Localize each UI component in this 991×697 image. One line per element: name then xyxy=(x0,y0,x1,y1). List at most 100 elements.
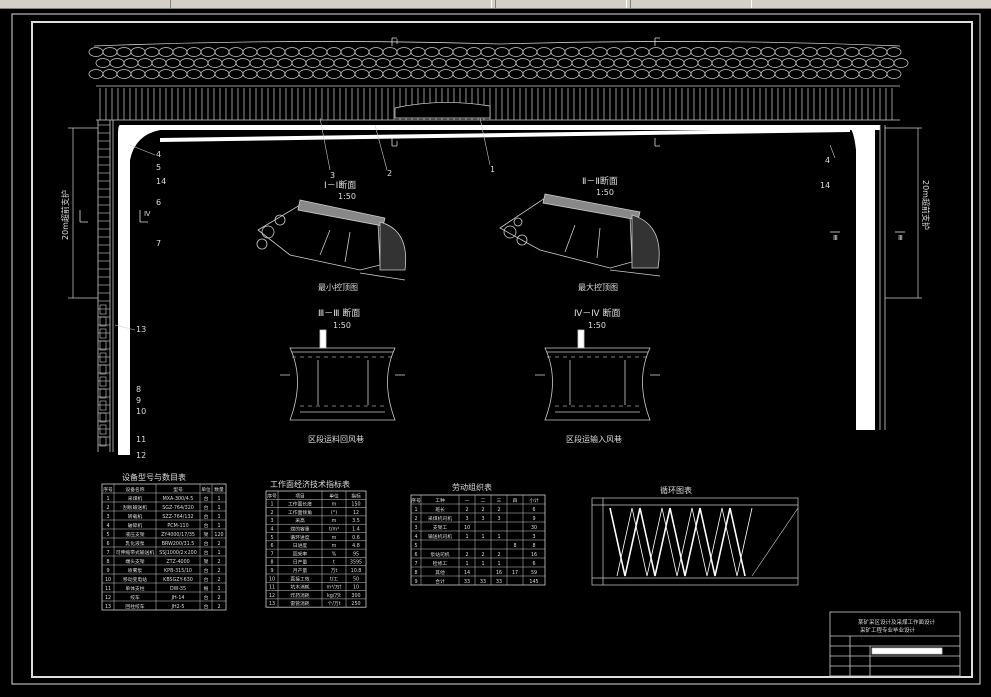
table-cell: 3595 xyxy=(350,560,362,566)
table-cell: 59 xyxy=(531,570,537,576)
table-cell: m xyxy=(332,536,337,541)
table-cell: 2 xyxy=(270,510,273,516)
table-cell: 刮板输送机 xyxy=(123,504,147,511)
table-cell: 17 xyxy=(512,570,518,576)
toolbar-field[interactable] xyxy=(170,0,492,8)
table-cell: 煤的容重 xyxy=(290,526,309,533)
title-block-line2: 采矿工程专业毕业设计 xyxy=(860,626,916,634)
table-cell: 1 xyxy=(217,496,220,502)
table-cell: 1 xyxy=(106,496,109,502)
table-cell: 月产量 xyxy=(293,567,308,574)
table-cell: 2 xyxy=(497,507,500,513)
table-cell: 1 xyxy=(217,550,220,556)
table-cell: 单体支柱 xyxy=(125,585,144,592)
table-cell: 2 xyxy=(217,559,220,565)
table-cell: 2 xyxy=(465,507,468,513)
table-cell: 10 xyxy=(353,585,359,591)
table-cell: 10.8 xyxy=(351,568,362,574)
cut-marks xyxy=(79,37,905,233)
left-dimension-label: 20m超前支护 xyxy=(60,190,70,240)
section-I-I-caption: 最小控顶图 xyxy=(318,282,358,292)
section-II-II-drawing xyxy=(499,193,661,277)
table-cell: 指标 xyxy=(351,492,361,499)
table-cell: 序号 xyxy=(103,486,113,493)
cad-drawing-canvas[interactable]: 20m超前支护 20m超前支护 I I Ⅳ Ⅲ Ⅲ 1 2 3 4 5 14 6… xyxy=(0,9,991,697)
table-cell: 5 xyxy=(106,532,109,538)
table-cell: 3 xyxy=(532,534,535,540)
callout-11: 11 xyxy=(136,435,146,444)
table-cell: 2 xyxy=(481,507,484,513)
table-cell: 3 xyxy=(414,525,417,531)
table-cell: 乳化液泵 xyxy=(125,540,144,547)
left-roadway-rungs xyxy=(98,124,110,447)
table-cell: 6 xyxy=(532,507,535,513)
callout-1: 1 xyxy=(490,165,495,174)
table-cell: 日产量 xyxy=(293,559,308,566)
table-cell: 三 xyxy=(497,498,502,504)
table-cell: 8 xyxy=(106,559,109,565)
table-cell: 台 xyxy=(204,603,209,610)
table-cell: 33 xyxy=(496,579,502,585)
table-cell: 班长 xyxy=(435,506,445,513)
table-cell: 1 xyxy=(414,507,417,513)
table-cell: 4 xyxy=(270,527,273,533)
table-cell: 50 xyxy=(353,576,359,582)
toolbar-field[interactable] xyxy=(495,0,627,8)
table-cell: 6 xyxy=(414,552,417,558)
table-cell: 输送机司机 xyxy=(428,533,452,540)
toolbar-field[interactable] xyxy=(630,0,752,8)
table-cell: 端头支架 xyxy=(125,558,144,565)
table-cell: 6 xyxy=(270,543,273,549)
table-cell: 雷管消耗 xyxy=(290,600,309,607)
callout-6: 6 xyxy=(156,198,161,207)
table-cell: 采煤机 xyxy=(128,495,143,502)
table-cell: 一 xyxy=(465,499,470,504)
table-cell: 1 xyxy=(497,561,500,567)
table-cell: 3 xyxy=(481,516,484,522)
table-cell: 移动变电站 xyxy=(123,576,147,583)
table-cell: KPB-315/10 xyxy=(164,568,192,574)
table-cell: 直接工效 xyxy=(290,575,309,582)
table-cell: BRW200/31.5 xyxy=(162,541,195,547)
table-cell: 喷雾泵 xyxy=(128,567,143,574)
roof-support-hatch xyxy=(96,85,900,121)
table-cell: 2 xyxy=(217,577,220,583)
table-cell: 万t xyxy=(331,568,338,574)
table-cell: m³/万t xyxy=(327,585,342,591)
table-cell: JH-14 xyxy=(171,595,185,601)
table-cell: 5 xyxy=(414,543,417,549)
section-IV-IV-title: Ⅳ－Ⅳ 断面 xyxy=(574,307,620,319)
table-cell: m xyxy=(332,503,337,508)
table-cell: 120 xyxy=(214,532,223,538)
table-cell: 1 xyxy=(217,514,220,520)
left-roadway xyxy=(97,120,114,452)
section-II-II-scale: 1:50 xyxy=(596,188,614,197)
table-cell: 9 xyxy=(414,579,417,585)
table-cell: 根 xyxy=(204,585,209,592)
table-cell: 小计 xyxy=(529,497,539,504)
left-dimension xyxy=(68,127,98,299)
table-cell: 150 xyxy=(351,502,360,508)
table-cell: 10 xyxy=(269,576,275,582)
table-cell: 95 xyxy=(353,551,359,557)
cut-mark-II-top: I xyxy=(396,140,398,148)
table-cell: 0.6 xyxy=(352,535,360,541)
table-cell: 台 xyxy=(204,540,209,547)
table-cell: 检修工 xyxy=(433,560,448,567)
table-cell: 7 xyxy=(414,561,417,567)
table-cell: t/m³ xyxy=(329,527,339,533)
table-cell: 工作面长度 xyxy=(288,501,312,508)
table-cell: 台 xyxy=(204,495,209,502)
table-cell: 泵站司机 xyxy=(430,551,449,558)
table-cell: 采煤机司机 xyxy=(428,515,452,522)
callout-3: 3 xyxy=(330,171,335,180)
table-cell: DW-35 xyxy=(170,586,186,592)
table-cell: 坑木消耗 xyxy=(290,584,309,591)
callout-2: 2 xyxy=(387,169,392,178)
table-cell: 液压支架 xyxy=(125,531,144,538)
callout-4-right: 4 xyxy=(825,156,830,165)
table-cell: KBSGZY-630 xyxy=(163,577,193,583)
